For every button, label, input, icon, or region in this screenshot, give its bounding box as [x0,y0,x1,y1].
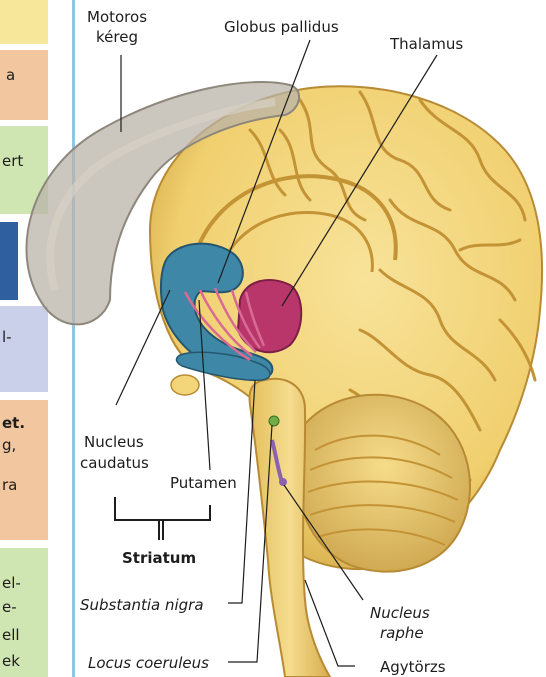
label-thalamus: Thalamus [390,35,463,53]
label-striatum: Striatum [122,549,196,567]
label-locus-coeruleus: Locus coeruleus [88,654,209,672]
label-substantia-nigra: Substantia nigra [80,596,204,614]
label-nucleus-caudatus-line2: caudatus [80,454,149,472]
label-motor-cortex-line2: kéreg [96,28,138,46]
label-nucleus-raphe-line2: raphe [380,624,424,642]
label-putamen: Putamen [170,474,237,492]
label-globus-pallidus: Globus pallidus [224,18,339,36]
label-brainstem: Agytörzs [380,658,446,676]
striatum-bracket [115,497,210,540]
label-motor-cortex-line1: Motoros [87,8,147,26]
label-nucleus-caudatus-line1: Nucleus [84,433,144,451]
label-nucleus-raphe-line1: Nucleus [370,604,430,622]
